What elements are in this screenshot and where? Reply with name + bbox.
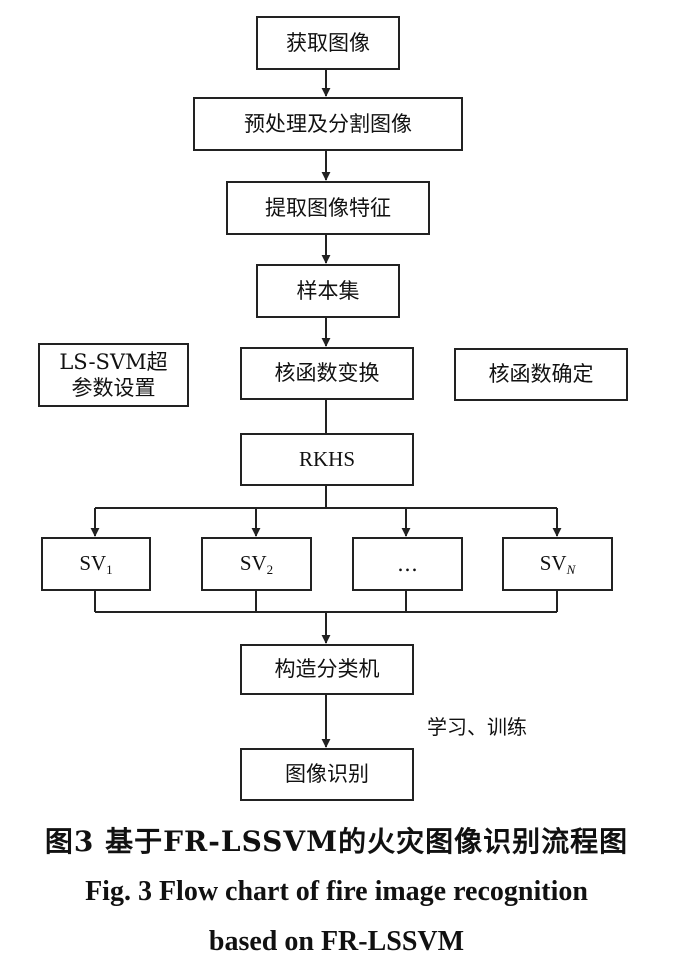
caption-english-line2: based on FR-LSSVM bbox=[208, 926, 465, 957]
preprocess-label: 预处理及分割图像 bbox=[244, 111, 412, 136]
hyperparameter-label-line1: LS-SVM超 bbox=[59, 349, 168, 374]
construct-classifier-label: 构造分类机 bbox=[274, 657, 380, 682]
kernel-determine-label: 核函数确定 bbox=[488, 362, 594, 387]
construct-classifier-box: 构造分类机 bbox=[240, 644, 414, 695]
sv2-box: SV2 bbox=[201, 537, 312, 591]
hyperparameter-box: LS-SVM超 参数设置 bbox=[38, 343, 189, 407]
image-recognition-label: 图像识别 bbox=[285, 762, 369, 787]
sv1-label: SV1 bbox=[79, 550, 113, 577]
kernel-determine-box: 核函数确定 bbox=[454, 348, 628, 401]
hyperparameter-label-line2: 参数设置 bbox=[71, 376, 156, 400]
svdots-box: … bbox=[352, 537, 463, 591]
preprocess-box: 预处理及分割图像 bbox=[193, 97, 463, 151]
svn-box: SVN bbox=[502, 537, 613, 591]
extract-features-box: 提取图像特征 bbox=[226, 181, 430, 235]
extract-features-label: 提取图像特征 bbox=[265, 195, 391, 220]
rkhs-label: RKHS bbox=[298, 447, 356, 472]
learn-train-note: 学习、训练 bbox=[427, 715, 527, 739]
sv1-box: SV1 bbox=[41, 537, 151, 591]
kernel-transform-label: 核函数变换 bbox=[274, 361, 380, 386]
caption-english-line1: Fig. 3 Flow chart of fire image recognit… bbox=[85, 876, 588, 907]
acquire-image-box: 获取图像 bbox=[256, 16, 400, 70]
caption-chinese: 图3 基于FR-LSSVM的火灾图像识别流程图 bbox=[44, 825, 629, 858]
image-recognition-box: 图像识别 bbox=[240, 748, 414, 801]
acquire-image-label: 获取图像 bbox=[286, 30, 370, 55]
kernel-transform-box: 核函数变换 bbox=[240, 347, 414, 400]
svdots-label: … bbox=[397, 551, 418, 576]
svn-label: SVN bbox=[539, 550, 576, 577]
rkhs-box: RKHS bbox=[240, 433, 414, 486]
sample-set-label: 样本集 bbox=[296, 278, 360, 303]
sample-set-box: 样本集 bbox=[256, 264, 400, 318]
sv2-label: SV2 bbox=[239, 550, 274, 577]
